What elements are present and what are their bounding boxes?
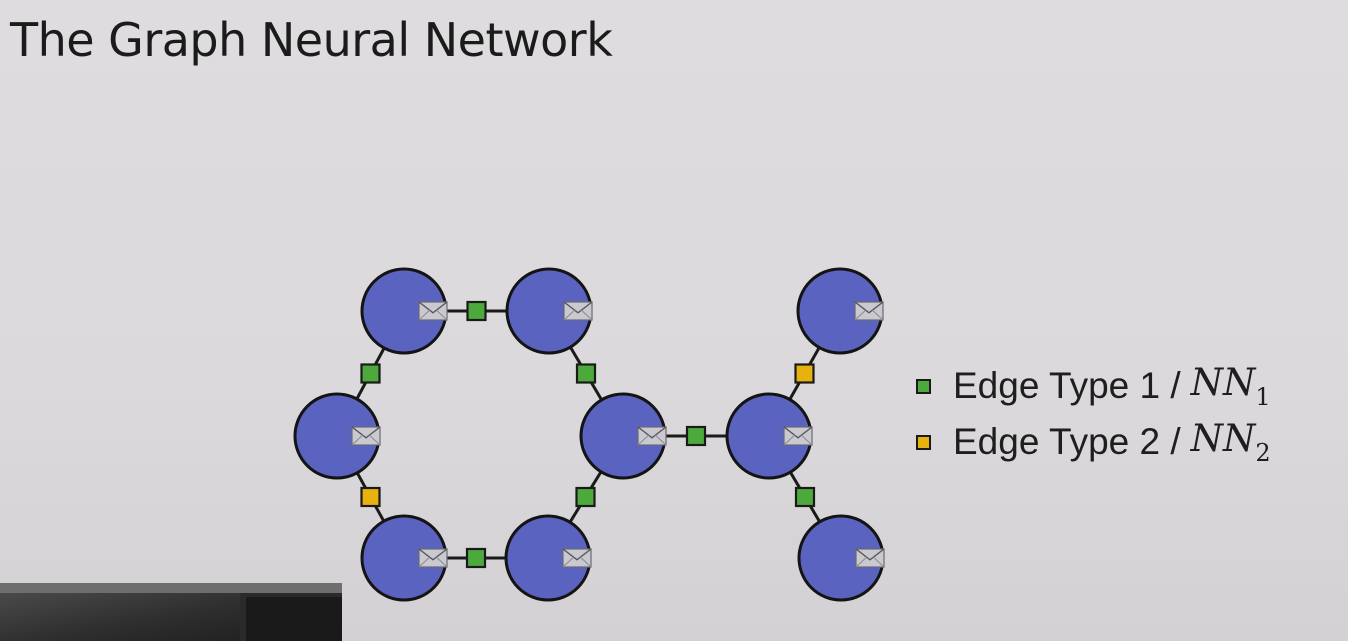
envelope-icon	[855, 548, 885, 568]
legend-nn-1: NN1	[1191, 361, 1271, 411]
edge-type-2-swatch	[916, 434, 931, 450]
legend-nn-2-text: NN	[1190, 417, 1256, 460]
edge-type-1-marker	[794, 486, 816, 508]
graph-node-n1	[360, 267, 448, 355]
envelope-icon	[637, 426, 667, 446]
edge-type-1-marker	[360, 363, 381, 384]
edge-type-1-marker	[685, 425, 707, 447]
graph-node-n7	[725, 392, 813, 480]
graph-node-n8	[796, 267, 884, 355]
graph-node-n3	[293, 392, 381, 480]
slide-title: The Graph Neural Network	[10, 13, 613, 67]
envelope-icon	[351, 426, 381, 446]
legend-nn-2-subscript: 2	[1255, 439, 1271, 467]
graph-node-n6	[504, 514, 592, 602]
envelope-icon	[418, 548, 448, 568]
edge-type-1-marker	[575, 486, 596, 508]
graph-node-n2	[505, 267, 593, 355]
envelope-icon	[562, 548, 592, 568]
legend-nn-2: NN2	[1191, 417, 1271, 467]
nodes-layer	[293, 267, 885, 602]
legend: Edge Type 1 / NN1 Edge Type 2 / NN2	[916, 358, 1271, 470]
edge-type-1-marker	[465, 547, 487, 569]
envelope-icon	[854, 301, 884, 321]
envelope-icon	[783, 426, 813, 446]
speaker-video-inset	[0, 583, 342, 641]
edge-type-2-marker	[794, 363, 815, 384]
legend-label-2: Edge Type 2 /	[953, 421, 1181, 462]
legend-item-edge-type-2: Edge Type 2 / NN2	[916, 414, 1271, 470]
graph-node-n9	[797, 514, 885, 602]
envelope-icon	[418, 301, 448, 321]
legend-label-1: Edge Type 1 /	[953, 365, 1181, 406]
graph-node-n4	[579, 392, 667, 480]
edge-type-1-swatch	[916, 378, 931, 394]
envelope-icon	[563, 301, 593, 321]
legend-nn-1-text: NN	[1190, 361, 1256, 404]
edge-type-2-marker	[360, 486, 381, 508]
legend-nn-1-subscript: 1	[1255, 383, 1271, 411]
legend-item-edge-type-1: Edge Type 1 / NN1	[916, 358, 1271, 414]
graph-node-n5	[360, 514, 448, 602]
edge-type-1-marker	[466, 300, 487, 322]
edge-type-1-marker	[575, 363, 597, 384]
